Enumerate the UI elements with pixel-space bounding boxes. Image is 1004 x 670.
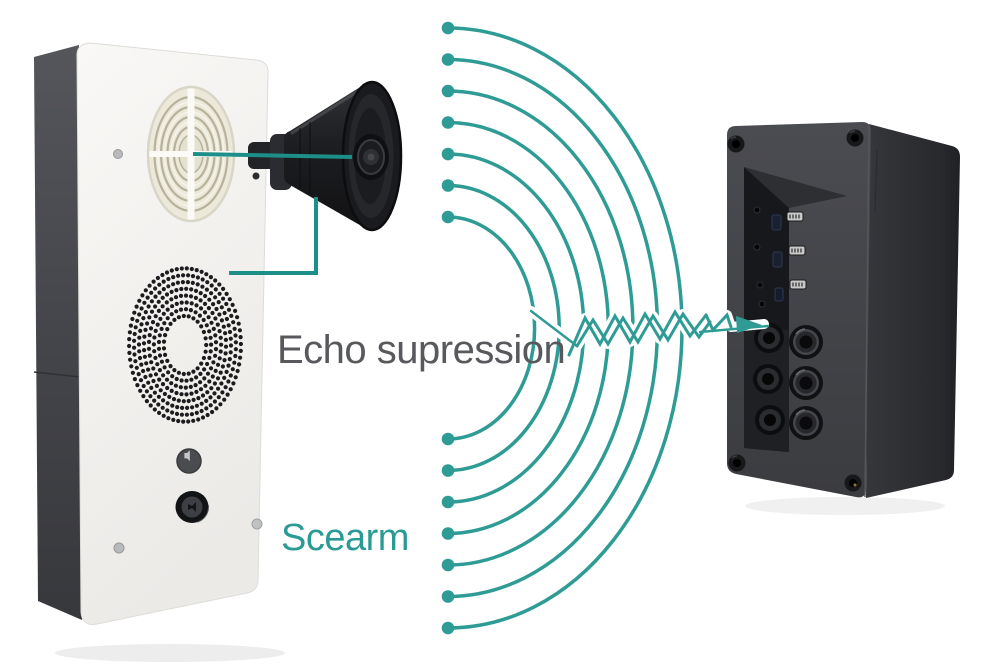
- echo-arrow: [526, 306, 770, 360]
- zigzag-lead-line: [529, 309, 579, 348]
- screw-icon: [753, 206, 761, 214]
- screw-icon: [728, 454, 746, 472]
- cable-gland: [753, 364, 783, 394]
- wave-end-dot: [441, 21, 455, 35]
- spec-label-badge: [788, 245, 806, 256]
- horn-cone-highlight: [290, 86, 365, 135]
- terminal-connector: [772, 251, 783, 268]
- connector-line-speaker: [192, 152, 353, 159]
- status-led: [176, 448, 202, 474]
- call-button-icon: [188, 502, 196, 512]
- screw-icon: [252, 172, 260, 180]
- cable-gland: [754, 323, 784, 353]
- screw-icon: [758, 300, 766, 308]
- scearm-label: Scearm: [281, 517, 409, 559]
- station-side-seam: [33, 371, 81, 378]
- call-button[interactable]: [175, 490, 209, 524]
- cable-glands: [753, 323, 823, 440]
- wave-end-dot: [441, 84, 455, 98]
- station-shadow: [55, 644, 285, 662]
- connector-lines: [192, 152, 353, 275]
- wave-end-dot: [441, 179, 455, 192]
- screw-icon: [753, 243, 761, 251]
- arrowhead-icon: [736, 316, 762, 333]
- screw-icon: [844, 474, 862, 492]
- wave-end-dot: [441, 464, 455, 477]
- station-side-panel: [34, 45, 82, 620]
- arrow-shaft: [698, 324, 770, 334]
- horn-driver: [353, 134, 389, 180]
- speaker-grille: [146, 85, 236, 223]
- cable-gland: [789, 406, 823, 440]
- grille-cross: [148, 87, 234, 221]
- connector-line-mic: [229, 197, 318, 275]
- cable-gland: [755, 405, 785, 435]
- door-station: [33, 42, 269, 625]
- amplifier-box: [727, 122, 960, 498]
- wave-end-dot: [441, 621, 455, 635]
- terminal-connector: [771, 214, 782, 231]
- echo-suppression-label: Echo supression: [277, 328, 566, 372]
- wave-end-dot: [441, 558, 455, 572]
- terminal-connector: [774, 287, 784, 302]
- spec-label-badges: [786, 211, 807, 290]
- wave-end-dot: [441, 53, 455, 66]
- sound-wave-arc: [447, 215, 537, 441]
- box-lid-seam: [874, 149, 878, 213]
- box-side-face: [866, 124, 960, 498]
- spec-label-badge: [786, 211, 804, 222]
- wave-end-dot: [441, 210, 455, 224]
- wave-end-dot: [441, 590, 455, 603]
- cable-gland: [789, 366, 823, 400]
- spec-label-badge: [789, 279, 807, 290]
- zigzag-line-a: [575, 311, 712, 348]
- screw-icon: [113, 542, 125, 554]
- box-screws: [727, 129, 864, 492]
- arrow-step: [704, 312, 733, 333]
- cable-gland: [789, 325, 823, 359]
- wave-end-dot: [441, 147, 455, 161]
- wave-end-dot: [441, 495, 455, 509]
- box-shadow: [745, 497, 945, 515]
- mic-grille-dots: [127, 266, 243, 424]
- screw-icon: [756, 281, 764, 289]
- screw-icon: [251, 518, 263, 530]
- screw-icon: [846, 129, 864, 147]
- wave-end-dot: [441, 116, 455, 129]
- screw-icon: [727, 135, 745, 153]
- zigzag-line-b: [567, 309, 708, 357]
- panel-screws: [113, 149, 263, 554]
- screw-icon: [113, 149, 123, 159]
- wave-end-dot: [441, 527, 455, 540]
- box-front-side-edge: [864, 124, 870, 498]
- wave-end-dot: [441, 432, 455, 446]
